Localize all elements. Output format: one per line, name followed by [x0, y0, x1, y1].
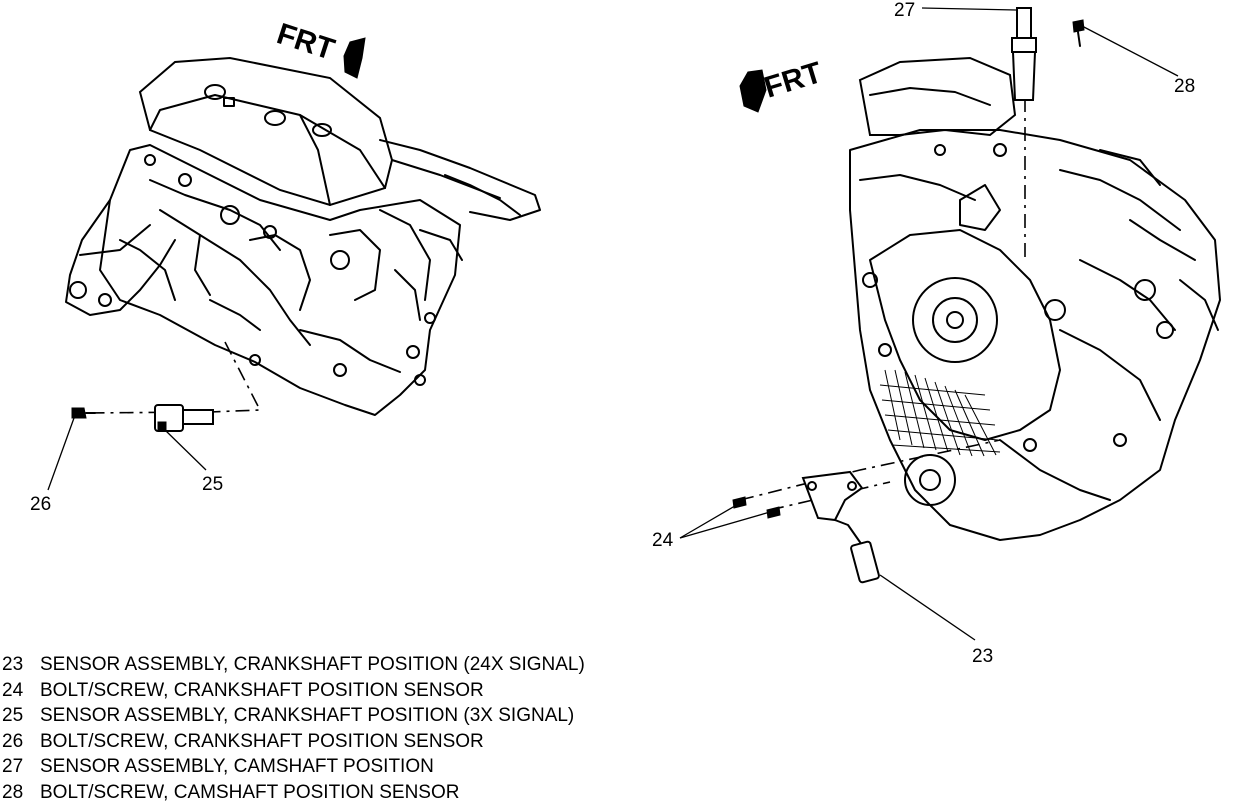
- legend-number: 27: [2, 756, 24, 777]
- leader-25: [164, 429, 207, 471]
- legend-row: 26 BOLT/SCREW, CRANKSHAFT POSITION SENSOR: [2, 729, 762, 755]
- legend-text: BOLT/SCREW, CRANKSHAFT POSITION SENSOR: [40, 730, 484, 752]
- right-engine-illustration: [732, 7, 1221, 584]
- legend-number: 24: [2, 679, 24, 701]
- legend-text: SENSOR ASSEMBLY, CRANKSHAFT POSITION (3X…: [40, 705, 575, 726]
- right-frt-indicator: FRT: [739, 56, 826, 113]
- legend-number: 25: [2, 705, 24, 726]
- left-engine-illustration: [65, 56, 541, 432]
- legend-row: 28 BOLT/SCREW, CAMSHAFT POSITION SENSOR: [2, 780, 762, 806]
- legend-text: BOLT/SCREW, CRANKSHAFT POSITION SENSOR: [40, 679, 484, 701]
- callout-26: 26: [30, 494, 51, 515]
- crankshaft-sensor-24x: [801, 470, 880, 584]
- leader-24b: [679, 511, 771, 539]
- leader-26: [47, 417, 75, 491]
- leader-27: [921, 7, 1017, 11]
- legend-row: 27 SENSOR ASSEMBLY, CAMSHAFT POSITION: [2, 754, 762, 780]
- callout-27: 27: [894, 0, 915, 21]
- legend-number: 26: [2, 730, 24, 752]
- legend-text: BOLT/SCREW, CAMSHAFT POSITION SENSOR: [40, 781, 460, 803]
- callout-23: 23: [972, 646, 993, 667]
- legend-row: 25 SENSOR ASSEMBLY, CRANKSHAFT POSITION (…: [2, 703, 762, 729]
- left-frt-arrow-icon: [343, 37, 366, 79]
- camshaft-sensor: [1011, 7, 1037, 101]
- callout-24: 24: [652, 530, 674, 551]
- legend-row: 23 SENSOR ASSEMBLY, CRANKSHAFT POSITION (…: [2, 652, 762, 678]
- left-frt-label: FRT: [273, 17, 339, 66]
- bolt-26: [71, 407, 96, 419]
- legend-row: 24 BOLT/SCREW, CRANKSHAFT POSITION SENSOR: [2, 678, 762, 704]
- legend-number: 28: [2, 781, 24, 803]
- bolt-28: [1072, 19, 1085, 47]
- right-engine-hatching: [879, 369, 1001, 457]
- leader-28: [1081, 25, 1179, 77]
- legend-number: 23: [2, 654, 24, 675]
- leader-23: [879, 574, 976, 641]
- bolts-24: [732, 496, 781, 519]
- callout-28: 28: [1174, 76, 1195, 97]
- legend-text: SENSOR ASSEMBLY, CAMSHAFT POSITION: [40, 756, 434, 777]
- right-frt-arrow-icon: [739, 69, 767, 113]
- right-frt-label: FRT: [760, 56, 825, 105]
- legend-text: SENSOR ASSEMBLY, CRANKSHAFT POSITION (24…: [40, 654, 585, 675]
- leader-24a: [679, 502, 741, 539]
- callout-25: 25: [202, 474, 223, 495]
- crankshaft-sensor-3x: [154, 404, 214, 432]
